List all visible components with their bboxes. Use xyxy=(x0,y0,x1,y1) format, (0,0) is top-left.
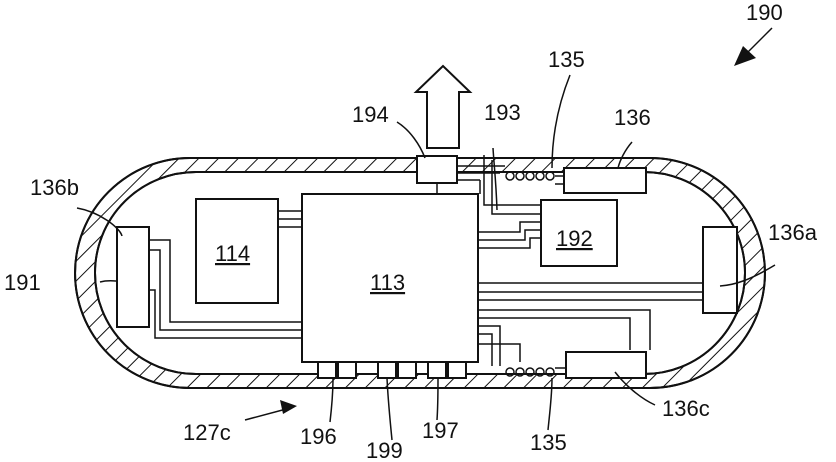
label-port-196: 196 xyxy=(300,424,337,449)
label-coil-bottom: 135 xyxy=(530,430,567,455)
label-coil-top: 135 xyxy=(548,47,585,72)
label-module-194: 194 xyxy=(352,102,389,127)
label-electrode-top: 136 xyxy=(614,105,651,130)
label-module-193: 193 xyxy=(484,100,521,125)
label-electrode-right: 136a xyxy=(768,220,818,245)
electrode-right xyxy=(703,227,737,313)
label-module-192: 192 xyxy=(556,226,593,251)
module-194-block xyxy=(417,156,457,183)
label-electrode-left: 136b xyxy=(30,175,79,200)
label-processor: 113 xyxy=(370,270,405,295)
electrode-bottom xyxy=(566,352,646,378)
label-device: 190 xyxy=(746,0,783,25)
label-port-199: 199 xyxy=(366,438,403,462)
label-memory: 114 xyxy=(215,241,250,266)
label-port-197: 197 xyxy=(422,418,459,443)
electrode-top xyxy=(564,168,646,193)
label-electrode-bottom: 136c xyxy=(662,396,710,421)
electrode-left xyxy=(117,227,149,327)
bottom-ports xyxy=(318,362,466,378)
label-housing: 191 xyxy=(4,270,41,295)
output-arrow xyxy=(416,66,470,148)
coil-top xyxy=(506,172,554,180)
label-view: 127c xyxy=(183,420,231,445)
